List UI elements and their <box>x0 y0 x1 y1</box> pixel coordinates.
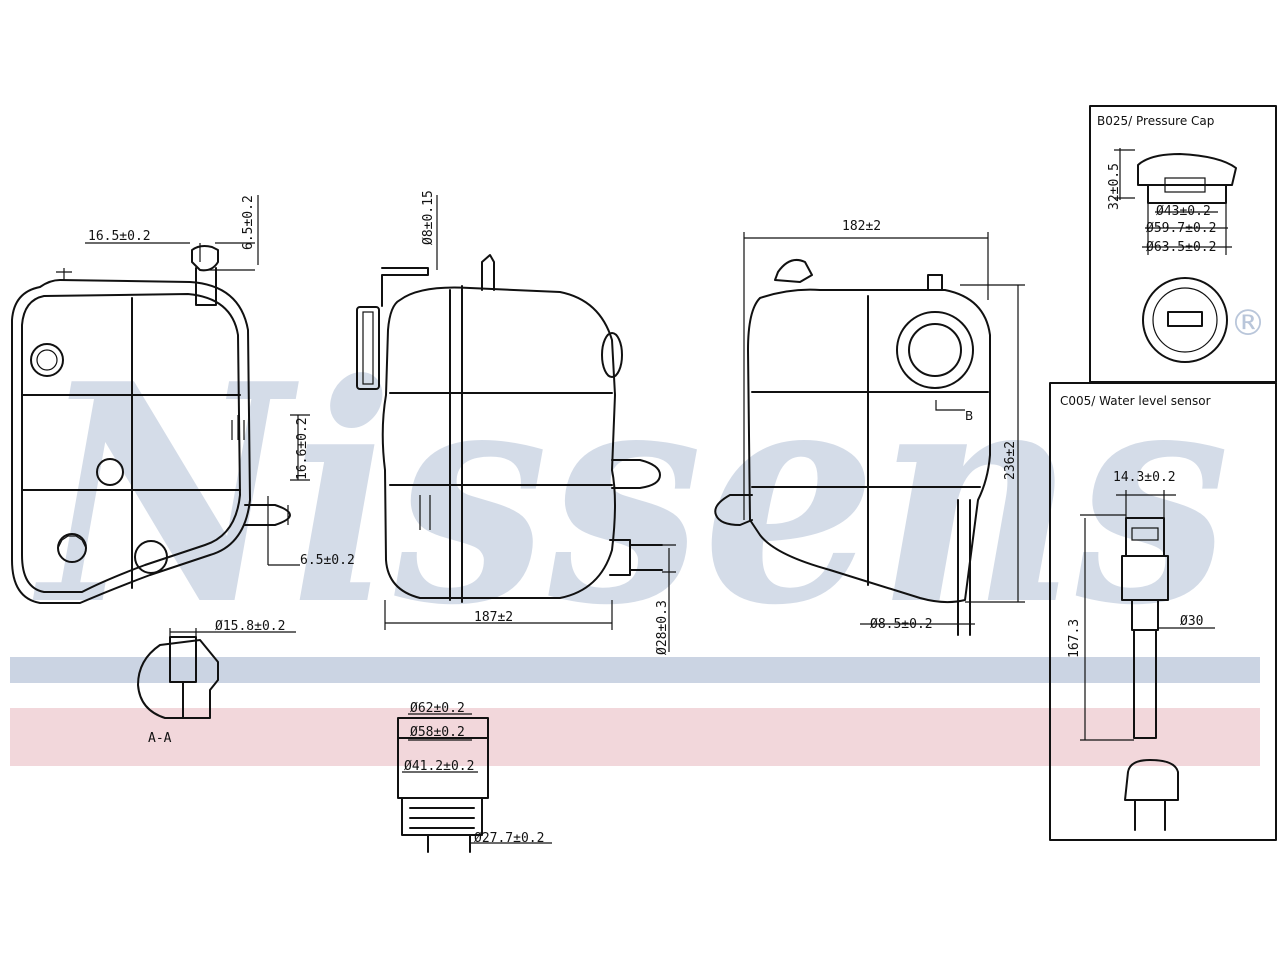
middle-tank-inner-hook <box>419 495 431 530</box>
right-tank-cap-inner <box>908 323 962 377</box>
right-tank-b-marker <box>935 400 965 411</box>
right-dim-width: 182±2 <box>842 219 881 234</box>
level-sensor-frame <box>1049 382 1277 841</box>
level-sensor-length: 167.3 <box>1067 619 1082 658</box>
pressure-cap-window <box>1164 177 1206 193</box>
left-tank-port-1 <box>30 343 64 377</box>
watermark-red-band <box>10 708 1260 766</box>
right-dim-outlet-diameter: Ø8.5±0.2 <box>870 617 933 632</box>
left-tank-inner-outline <box>21 293 241 593</box>
middle-tank-top-nozzle <box>481 254 495 291</box>
middle-tank-cap-inner <box>362 311 374 385</box>
left-dim-height-small: 6.5±0.2 <box>241 195 256 250</box>
left-tank-port-2 <box>96 458 124 486</box>
right-tank-cap-outer <box>896 311 974 389</box>
middle-dim-pipe-diameter: Ø8±0.15 <box>421 190 436 245</box>
middle-tank-side-boss <box>601 332 623 378</box>
left-tank-port-1-inner <box>36 349 58 371</box>
level-sensor-width: 14.3±0.2 <box>1113 470 1176 485</box>
cap-detail-dim-lines <box>402 713 552 844</box>
left-tank-cap-teeth <box>57 535 87 549</box>
left-tank-outline <box>11 279 251 604</box>
left-tank-marks <box>231 415 245 440</box>
pressure-cap-d3: Ø63.5±0.2 <box>1146 240 1216 255</box>
section-dim-lines <box>169 628 296 642</box>
cap-detail-d3: Ø41.2±0.2 <box>404 759 474 774</box>
pressure-cap-d1: Ø43±0.2 <box>1156 204 1211 219</box>
level-sensor-collar <box>1121 555 1169 601</box>
pressure-cap-height: 32±0.5 <box>1107 163 1122 210</box>
middle-tank-lower-outlet <box>609 539 663 576</box>
level-sensor-dim-lines <box>1080 490 1215 741</box>
middle-dim-width: 187±2 <box>474 610 513 625</box>
level-sensor-bottom-connector <box>1124 759 1179 831</box>
right-tank-side-lug <box>714 494 753 526</box>
right-tank-outlet <box>957 499 971 636</box>
cap-detail-d1: Ø62±0.2 <box>410 701 465 716</box>
cap-detail-body <box>397 737 489 799</box>
level-sensor-title: C005/ Water level sensor <box>1060 394 1211 408</box>
left-dim-height-low: 6.5±0.2 <box>300 553 355 568</box>
middle-tank-band <box>449 285 463 603</box>
left-tank-side-pipe <box>244 504 291 526</box>
pressure-cap-skirt <box>1147 184 1227 204</box>
level-sensor-connector <box>1131 527 1159 541</box>
cap-detail-d4: Ø27.7±0.2 <box>474 831 544 846</box>
cap-detail-spout <box>427 834 471 853</box>
watermark: Nissens ® <box>10 303 1266 766</box>
watermark-brand: Nissens <box>31 318 1230 671</box>
right-tank-outline <box>747 288 991 604</box>
left-dim-width-top: 16.5±0.2 <box>88 229 151 244</box>
pressure-cap-panel: B025/ Pressure Cap 32±0.5 Ø43±0.2 Ø59.7±… <box>1089 105 1277 383</box>
left-dim-lines <box>85 195 310 566</box>
pressure-cap-dim-lines <box>1114 148 1232 255</box>
middle-tank-side-outlet <box>611 459 661 489</box>
pressure-cap-title: B025/ Pressure Cap <box>1097 114 1214 128</box>
cap-detail-d2: Ø58±0.2 <box>410 725 465 740</box>
cap-detail-threads <box>401 797 483 836</box>
cap-detail: Ø62±0.2 Ø58±0.2 Ø41.2±0.2 Ø27.7±0.2 <box>397 701 552 853</box>
level-sensor-panel: C005/ Water level sensor 14.3±0.2 167.3 … <box>1049 382 1277 841</box>
right-dim-height: 236±2 <box>1003 441 1018 480</box>
right-tank-view: B 182±2 236±2 Ø8.5±0.2 <box>714 219 1025 636</box>
middle-dim-outlet-diameter: Ø28±0.3 <box>655 600 670 655</box>
left-tank-top-neck <box>195 267 217 306</box>
right-tank-top-nozzle <box>927 274 943 291</box>
pressure-cap-top-view <box>1142 277 1228 363</box>
left-tank-port-3 <box>134 540 168 574</box>
middle-tank-outline <box>381 286 616 599</box>
right-tank-mark: B <box>965 409 973 423</box>
right-tank-mount-lug <box>774 259 813 283</box>
section-label: A-A <box>148 731 172 746</box>
section-body <box>137 639 219 719</box>
watermark-registered-mark: ® <box>1230 303 1266 344</box>
section-diameter: Ø15.8±0.2 <box>215 619 285 634</box>
middle-dim-lines <box>384 195 676 652</box>
section-aa-detail: Ø15.8±0.2 A-A <box>137 619 296 746</box>
pressure-cap-profile <box>1137 153 1237 186</box>
left-tank-top-nozzle <box>191 245 219 272</box>
middle-tank-cap <box>356 306 380 390</box>
level-sensor-diameter: Ø30 <box>1180 614 1203 629</box>
pressure-cap-d2: Ø59.7±0.2 <box>1146 221 1216 236</box>
pressure-cap-top-inner <box>1152 287 1218 353</box>
pressure-cap-top-tab <box>1167 311 1203 327</box>
level-sensor-stem <box>1133 629 1157 739</box>
middle-tank-view: Ø8±0.15 187±2 Ø28±0.3 <box>356 190 676 655</box>
left-tank-view: 16.5±0.2 6.5±0.2 16.6±0.2 6.5±0.2 <box>11 195 355 604</box>
right-dim-lines <box>743 232 1025 625</box>
left-dim-height-mid: 16.6±0.2 <box>295 417 310 480</box>
middle-tank-top-pipe <box>381 267 429 307</box>
left-tank-top-stub <box>56 268 72 280</box>
